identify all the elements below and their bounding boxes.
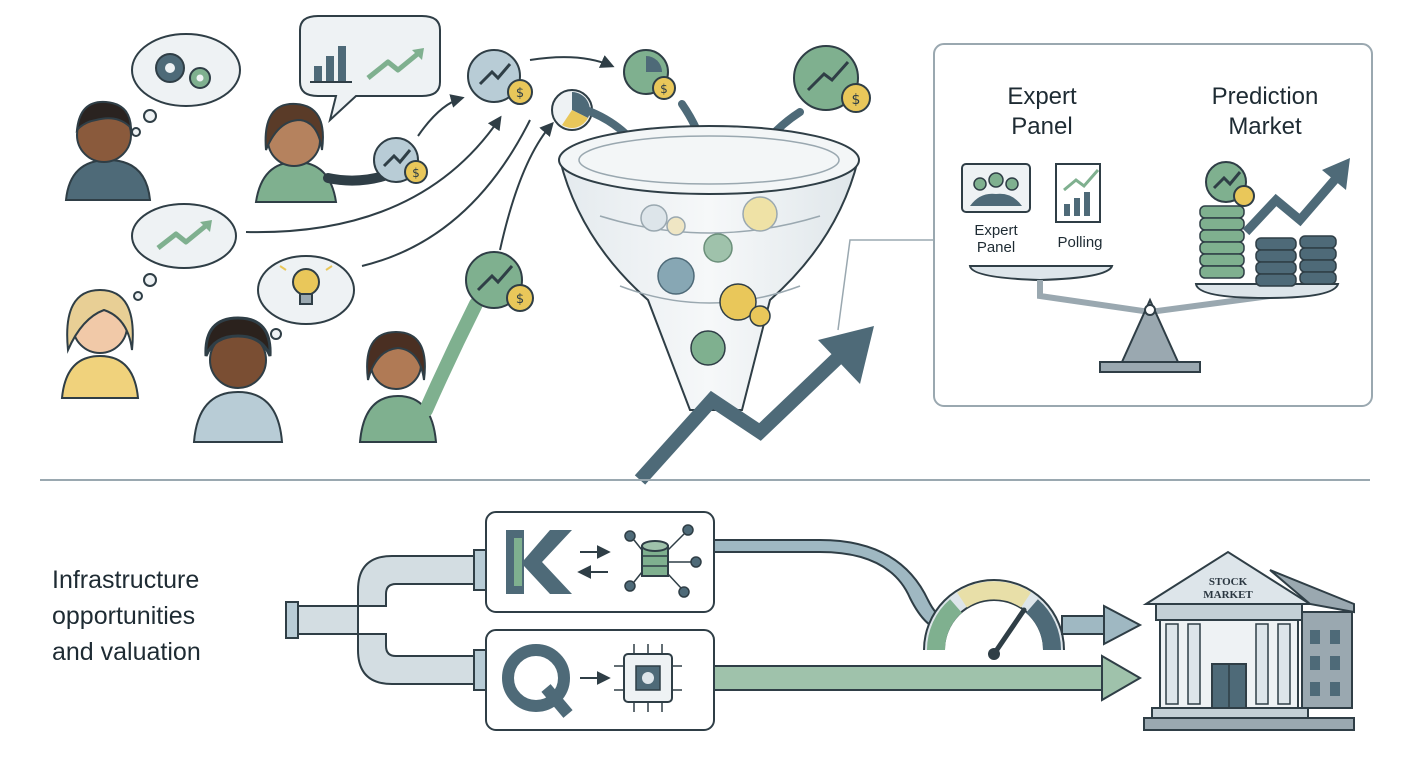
- svg-text:$: $: [516, 292, 524, 307]
- token-held: $: [373, 137, 428, 184]
- growth-arrow: [634, 326, 874, 485]
- bar-chart-icon: [310, 46, 352, 83]
- panel-connector: [837, 239, 934, 331]
- expert-panel-title-line2: Panel: [1011, 113, 1073, 140]
- flow-band-top: [713, 539, 945, 632]
- person-bottom-left: [60, 288, 140, 399]
- gear-icon: [155, 53, 211, 89]
- coin-stacks: [1199, 161, 1337, 287]
- funnel: [558, 125, 860, 411]
- expert-panel-icon-label-line1: Expert: [974, 222, 1018, 239]
- stock-market-building: [1142, 550, 1355, 731]
- expert-panel-icon: [961, 163, 1031, 213]
- stock-market-sign-line2: MARKET: [1203, 589, 1253, 601]
- expert-panel-title-line1: Expert: [1007, 83, 1077, 110]
- thought-bubble-trend: [131, 203, 237, 301]
- trend-up-icon: [366, 48, 424, 80]
- person-top-left: [64, 100, 152, 201]
- expert-panel-title: Expert Panel: [972, 82, 1112, 142]
- expert-panel-icon-label-line2: Panel: [976, 239, 1016, 256]
- svg-text:$: $: [660, 82, 668, 96]
- svg-text:$: $: [852, 92, 861, 108]
- prediction-market-title-line2: Market: [1228, 113, 1302, 140]
- balance-scale: [968, 265, 1340, 373]
- database-icon: [641, 540, 669, 577]
- flow-arrows: [245, 55, 615, 267]
- polling-label: Polling: [1057, 234, 1103, 251]
- infrastructure-caption-line2: opportunities: [52, 602, 196, 630]
- person-bottom-right: [358, 297, 483, 443]
- flow-band-bottom: [713, 654, 1142, 702]
- pie-token-top: $: [623, 49, 676, 100]
- token-right: $: [793, 45, 871, 113]
- token-top: $: [467, 49, 533, 105]
- expert-panel-icon-label: Expert Panel: [956, 222, 1036, 256]
- chip-icon: [614, 644, 682, 712]
- speech-bubble-chart: [299, 15, 441, 124]
- person-top-middle: [254, 102, 389, 203]
- svg-text:$: $: [516, 86, 524, 101]
- stock-market-sign-line1: STOCK: [1208, 576, 1248, 588]
- prediction-market-title: Prediction Market: [1190, 82, 1340, 142]
- infrastructure-caption-line1: Infrastructure: [52, 566, 200, 594]
- pie-token-left: [551, 89, 593, 131]
- thought-bubble-gears: [131, 33, 241, 137]
- comparison-panel: [933, 43, 1373, 407]
- svg-text:$: $: [412, 166, 420, 180]
- pipe-network: [285, 549, 487, 691]
- gauge-arrow: [1061, 604, 1143, 646]
- infrastructure-caption: Infrastructure opportunities and valuati…: [52, 562, 201, 670]
- stream-box: [485, 511, 715, 613]
- gauge-icon: [923, 579, 1065, 660]
- token-raised: $: [465, 251, 534, 312]
- stock-market-sign: STOCK MARKET: [1180, 576, 1276, 602]
- prediction-market-title-line1: Prediction: [1211, 83, 1319, 110]
- infrastructure-caption-line3: and valuation: [52, 638, 201, 666]
- lightbulb-icon: [279, 265, 333, 305]
- polling-icon: [1055, 163, 1101, 223]
- compute-box: [485, 629, 715, 731]
- market-trend-arrow: [1242, 158, 1350, 236]
- person-bottom-middle: [192, 316, 284, 443]
